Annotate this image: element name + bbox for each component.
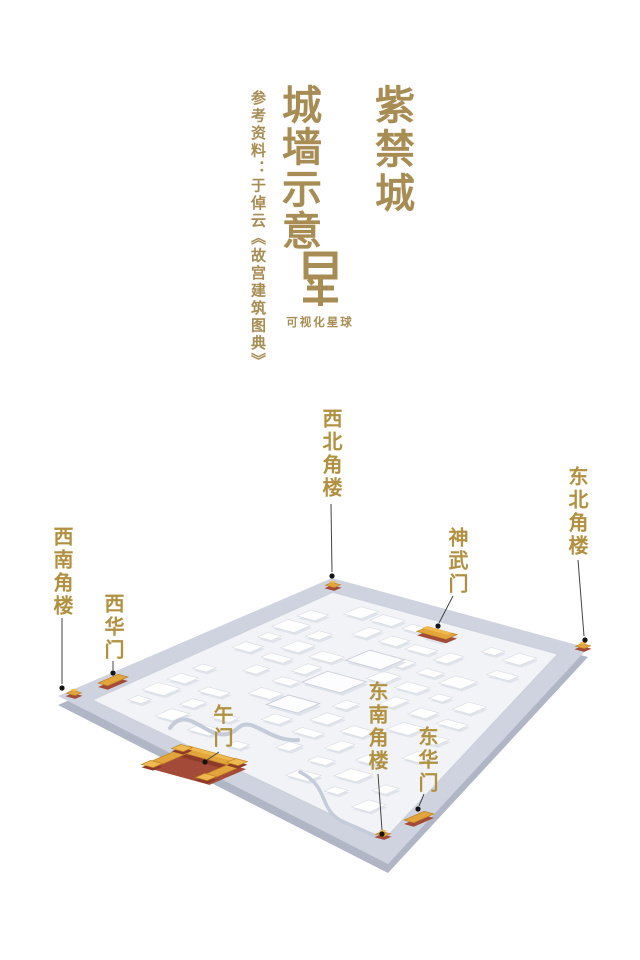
golden-water-river bbox=[168, 717, 384, 839]
central-axis-halls bbox=[264, 649, 407, 716]
reference-text: 参考资料：于倬云《故宫建筑图典》 bbox=[249, 90, 267, 370]
label-donghua-gate: 东华门 bbox=[415, 726, 439, 795]
leader-lines bbox=[61, 503, 585, 831]
location-dots bbox=[59, 573, 588, 837]
label-wu-gate: 午门 bbox=[210, 704, 234, 750]
label-northwest-corner-tower: 西北角楼 bbox=[319, 408, 343, 500]
label-southeast-corner-tower: 东南角楼 bbox=[365, 681, 389, 773]
label-xihua-gate: 西华门 bbox=[101, 593, 125, 662]
star-logo-icon bbox=[303, 251, 338, 306]
gates-and-towers bbox=[65, 580, 592, 840]
label-shenwu-gate: 神武门 bbox=[445, 527, 469, 596]
page-title-sub: 城墙示意 bbox=[275, 84, 322, 252]
brand-name: 可视化星球 bbox=[286, 315, 354, 329]
label-northeast-corner-tower: 东北角楼 bbox=[565, 466, 589, 558]
label-southwest-corner-tower: 西南角楼 bbox=[50, 526, 74, 618]
page-title-main: 紫禁城 bbox=[368, 84, 415, 216]
